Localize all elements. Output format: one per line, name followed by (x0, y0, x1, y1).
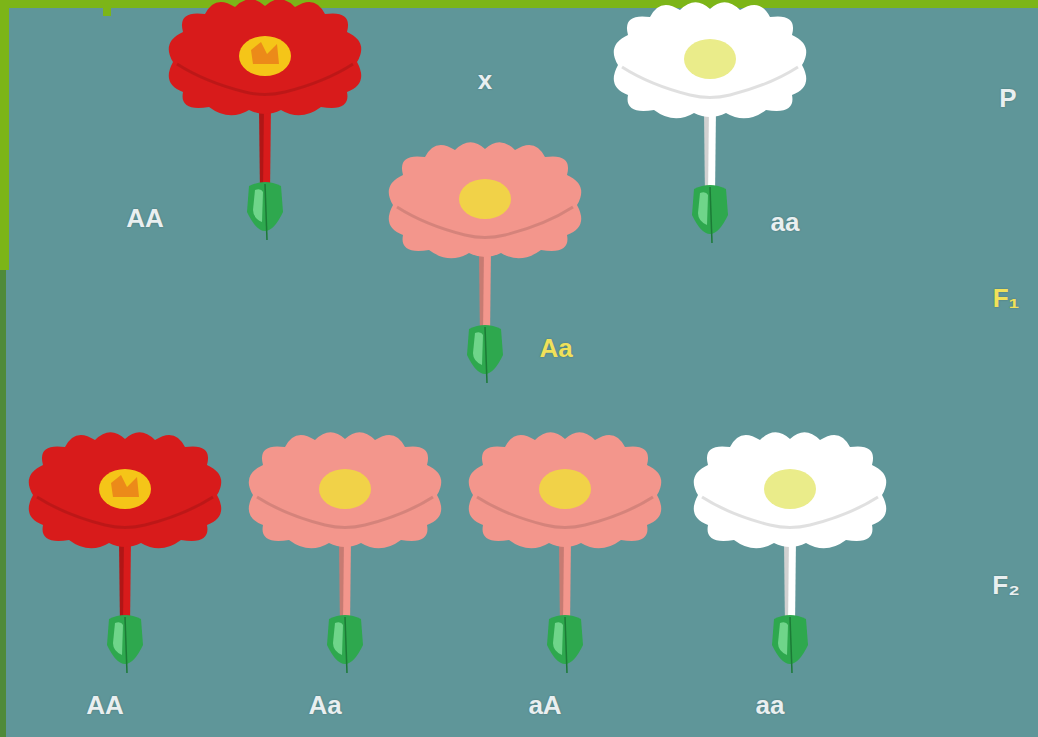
pink-flower (469, 432, 661, 673)
genotype-label: Aa (539, 334, 572, 363)
pink-flower (389, 142, 581, 383)
generation-label: F₁ (993, 284, 1020, 313)
genotype-label: Aa (308, 691, 341, 720)
genotype-label: aA (528, 691, 561, 720)
cross-symbol: x (478, 66, 492, 95)
white-flower (614, 2, 806, 243)
genotype-label: aa (756, 691, 785, 720)
frame-bar (103, 0, 111, 16)
genotype-label: AA (86, 691, 124, 720)
genotype-label: AA (126, 204, 164, 233)
frame-bar (0, 0, 9, 270)
white-flower (694, 432, 886, 673)
genotype-label: aa (771, 208, 800, 237)
frame-bar (0, 270, 6, 737)
red-flower (29, 432, 221, 673)
red-flower (169, 0, 361, 240)
pink-flower (249, 432, 441, 673)
generation-label: P (999, 84, 1016, 113)
frame-bar (0, 0, 1038, 8)
generation-label: F₂ (992, 571, 1019, 600)
